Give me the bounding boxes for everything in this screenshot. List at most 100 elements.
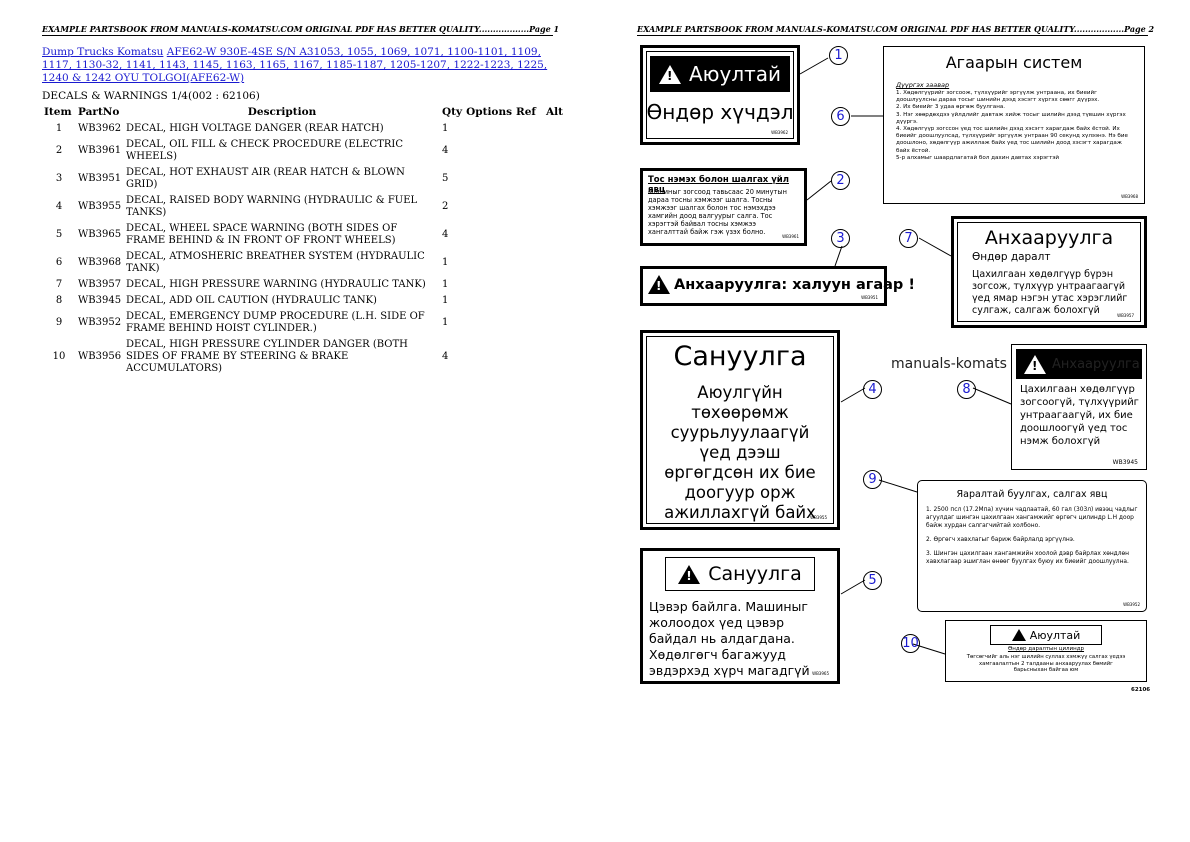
decal-text: Анхааруулга: халуун агаар !	[674, 276, 915, 293]
part-description: DECAL, HIGH PRESSURE WARNING (HYDRAULIC …	[126, 279, 426, 290]
part-ref	[514, 121, 544, 137]
part-number: WB3952	[78, 317, 122, 328]
callout-8: 8	[957, 380, 976, 399]
col-ref: Ref	[516, 106, 536, 118]
callout-5: 5	[863, 571, 882, 590]
callout-4: 4	[863, 380, 882, 399]
part-alt	[544, 277, 568, 293]
decal-code: WB3962	[771, 129, 788, 135]
signal-word: Аюултай	[688, 62, 782, 86]
part-description: DECAL, HIGH PRESSURE CYLINDER DANGER (BO…	[126, 339, 408, 374]
table-header-row: Item PartNo Description Qty Options Ref …	[42, 106, 568, 121]
part-description: DECAL, ADD OIL CAUTION (HYDRAULIC TANK)	[126, 295, 377, 306]
part-options	[464, 137, 514, 165]
link-model-serials[interactable]: AFE62-W 930E-4SE S/N A31053, 1055, 1069,…	[42, 46, 548, 84]
part-alt	[544, 293, 568, 309]
col-item: Item	[44, 106, 72, 118]
col-alt: Alt	[546, 106, 563, 118]
part-ref	[514, 165, 544, 193]
part-alt	[544, 165, 568, 193]
decal-code: WB3957	[1117, 312, 1134, 318]
part-ref	[514, 221, 544, 249]
decal-7-high-pressure: Анхааруулга Өндөр даралт Цахилгаан хөдөл…	[951, 216, 1147, 328]
warning-triangle-icon: !	[1024, 354, 1046, 374]
part-description: DECAL, HIGH VOLTAGE DANGER (REAR HATCH)	[126, 123, 384, 134]
item-number: 2	[55, 145, 63, 156]
decal-4-raised-body: Сануулга Аюулгүйн төхөөрөмж суурьлуулааг…	[640, 330, 840, 530]
part-description: DECAL, HOT EXHAUST AIR (REAR HATCH & BLO…	[126, 167, 405, 190]
section-title: DECALS & WARNINGS 1/4(002 : 62106)	[42, 90, 260, 102]
signal-word: Анхааруулга	[1052, 356, 1140, 372]
part-options	[464, 337, 514, 377]
decal-3-hot-air: ! Анхааруулга: халуун агаар ! WB3951	[640, 266, 915, 306]
item-number: 4	[55, 201, 63, 212]
part-description: DECAL, ATMOSHERIC BREATHER SYSTEM (HYDRA…	[126, 251, 425, 274]
part-description: DECAL, RAISED BODY WARNING (HYDRAULIC & …	[126, 195, 418, 218]
warning-triangle-icon: !	[648, 275, 670, 294]
parts-page-2: EXAMPLE PARTSBOOK FROM MANUALS-KOMATSU.C…	[595, 0, 1190, 842]
decal-code: WB3945	[1112, 458, 1138, 466]
decal-body: Төгсөгчийг аль нэг шилийн суллах хэмжүү …	[966, 654, 1126, 673]
part-number: WB3968	[78, 257, 122, 268]
item-number: 10	[52, 351, 66, 362]
parts-page-1: EXAMPLE PARTSBOOK FROM MANUALS-KOMATSU.C…	[42, 24, 568, 377]
part-quantity: 1	[442, 279, 449, 290]
decal-5-wheel-space: ! Сануулга Цэвэр байлга. Машиныг жолоодо…	[640, 548, 840, 684]
model-links: Dump Trucks Komatsu AFE62-W 930E-4SE S/N…	[42, 46, 557, 85]
decal-10-cylinder-danger: Аюултай Өндөр даралтын цилиндр Төгсөгчий…	[945, 620, 1147, 682]
decal-steps: 1. 2500 псл (17.2Мпа) хүчин чадлаатай, 6…	[926, 507, 1138, 565]
part-ref	[514, 137, 544, 165]
decal-subtitle: Дүүргэх заавар	[896, 81, 950, 89]
part-ref	[514, 249, 544, 277]
callout-10: 10	[901, 634, 920, 653]
part-number: WB3945	[78, 295, 122, 306]
decal-title: Агаарын систем	[945, 53, 1083, 72]
part-alt	[544, 337, 568, 377]
decal-code: WB3951	[861, 294, 878, 300]
decal-body: Аюулгүйн төхөөрөмж суурьлуулаагүй үед дэ…	[664, 383, 816, 522]
decal-title: Яаралтай буулгах, салгах явц	[956, 489, 1108, 500]
col-options: Options	[466, 106, 512, 118]
table-row: 6 WB3968 DECAL, ATMOSHERIC BREATHER SYSTEM…	[42, 249, 568, 277]
decal-9-emergency-dump: Яаралтай буулгах, салгах явц 1. 2500 псл…	[917, 480, 1147, 612]
col-description: Description	[247, 106, 317, 118]
decal-title: Анхааруулга	[984, 227, 1114, 249]
part-options	[464, 277, 514, 293]
part-quantity: 1	[442, 295, 449, 306]
item-number: 3	[55, 173, 63, 184]
part-options	[464, 309, 514, 337]
warning-triangle-icon: !	[678, 564, 701, 584]
col-partno: PartNo	[78, 106, 120, 118]
watermark: manuals-komats	[891, 356, 1007, 372]
page-header: EXAMPLE PARTSBOOK FROM MANUALS-KOMATSU.C…	[637, 24, 1155, 36]
part-options	[464, 293, 514, 309]
link-dump-trucks[interactable]: Dump Trucks Komatsu	[42, 46, 164, 58]
part-ref	[514, 309, 544, 337]
decal-code: WB3961	[782, 233, 799, 239]
part-alt	[544, 137, 568, 165]
part-number: WB3956	[78, 351, 122, 362]
decal-body: Цэвэр байлга. Машиныг жолоодох үед цэвэр…	[649, 599, 810, 678]
decal-title: Тос нэмэх болон шалгах үйл явц	[648, 175, 789, 195]
decal-code: WB3955	[810, 514, 827, 520]
item-number: 7	[55, 279, 63, 290]
part-quantity: 4	[442, 351, 449, 362]
warning-triangle-icon: !	[658, 64, 681, 84]
part-quantity: 1	[442, 257, 449, 268]
part-options	[464, 121, 514, 137]
part-alt	[544, 121, 568, 137]
part-options	[464, 249, 514, 277]
signal-word: Аюултай	[1029, 628, 1081, 642]
part-quantity: 1	[442, 123, 449, 134]
decal-text: Өндөр хүчдэл	[646, 100, 794, 124]
part-number: WB3962	[78, 123, 122, 134]
item-number: 6	[55, 257, 63, 268]
decal-body: Цахилгаан хөдөлгүүр бүрэн зогсож, түлхүү…	[972, 269, 1128, 316]
col-qty: Qty	[442, 106, 463, 118]
part-quantity: 4	[442, 145, 449, 156]
